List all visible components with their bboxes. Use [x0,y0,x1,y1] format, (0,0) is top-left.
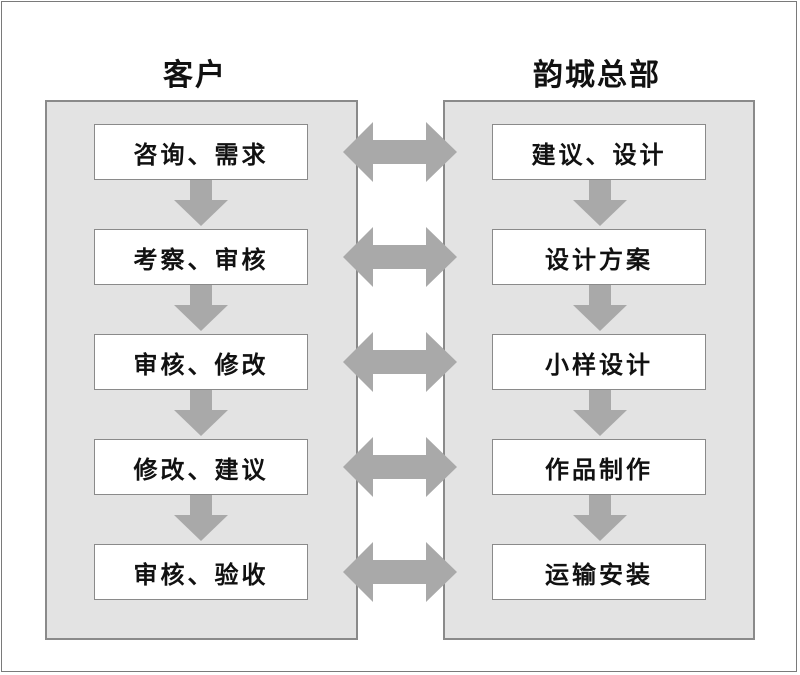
left-step-5: 审核、验收 [94,544,308,600]
right-column-title: 韵城总部 [533,58,661,93]
down-arrow-right-2 [573,285,627,331]
down-arrow-left-3 [174,390,228,436]
down-arrow-left-4 [174,495,228,541]
left-step-2: 考察、审核 [94,229,308,285]
double-arrow-2 [343,227,457,287]
double-arrow-1 [343,122,457,182]
right-step-4: 作品制作 [492,439,706,495]
double-arrow-3 [343,332,457,392]
down-arrow-right-4 [573,495,627,541]
double-arrow-5 [343,542,457,602]
left-step-3: 审核、修改 [94,334,308,390]
down-arrow-left-2 [174,285,228,331]
down-arrow-left-1 [174,180,228,226]
left-step-4: 修改、建议 [94,439,308,495]
down-arrow-right-1 [573,180,627,226]
right-step-2: 设计方案 [492,229,706,285]
right-step-5: 运输安装 [492,544,706,600]
left-column-title: 客户 [163,58,227,93]
left-step-1: 咨询、需求 [94,124,308,180]
right-step-3: 小样设计 [492,334,706,390]
down-arrow-right-3 [573,390,627,436]
right-step-1: 建议、设计 [492,124,706,180]
double-arrow-4 [343,437,457,497]
